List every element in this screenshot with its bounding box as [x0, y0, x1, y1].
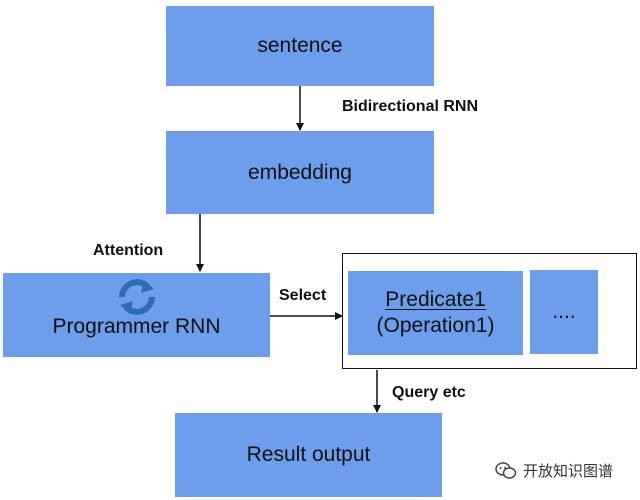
loop-icon: [118, 279, 155, 315]
predicate-node: Predicate1 (Operation1): [348, 271, 523, 355]
bidirectional-rnn-label: Bidirectional RNN: [342, 98, 479, 115]
wechat-icon: [495, 461, 517, 479]
query-etc-label: Query etc: [392, 384, 466, 401]
attention-label: Attention: [93, 242, 164, 259]
embedding-label: embedding: [248, 160, 352, 184]
operation-label: (Operation1): [376, 314, 495, 337]
sentence-node: sentence: [166, 6, 434, 86]
predicate-label: Predicate1: [385, 288, 486, 311]
programmer-rnn-node: Programmer RNN: [3, 273, 270, 357]
embedding-node: embedding: [166, 131, 434, 214]
result-output-node: Result output: [175, 413, 442, 497]
result-output-label: Result output: [246, 443, 371, 466]
watermark-text: 开放知识图谱: [523, 463, 614, 480]
ellipsis-label: ....: [552, 300, 576, 323]
programmer-rnn-label: Programmer RNN: [52, 315, 221, 338]
sentence-label: sentence: [257, 34, 343, 57]
watermark: 开放知识图谱: [495, 460, 613, 481]
more-predicates-node: ....: [530, 270, 598, 354]
select-label: Select: [279, 287, 327, 304]
